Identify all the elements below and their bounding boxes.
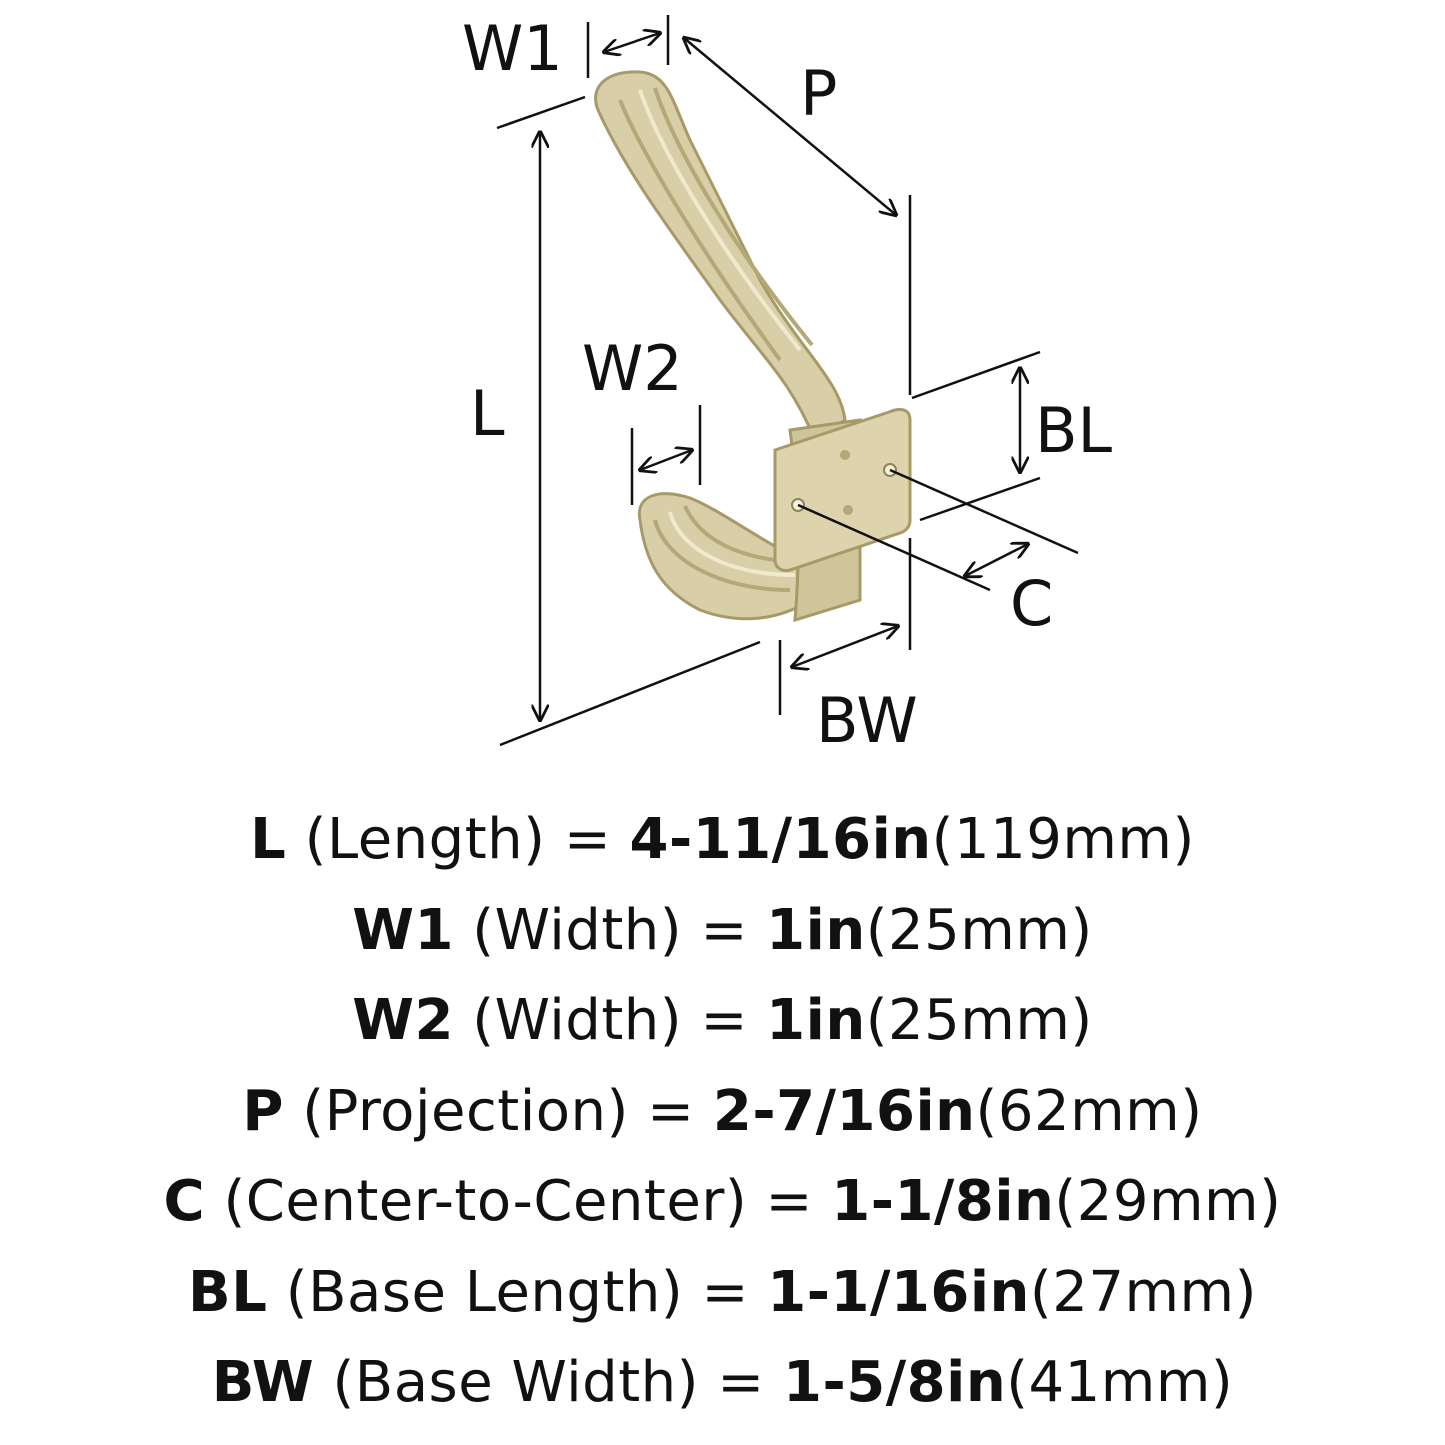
hook-base-plate bbox=[773, 408, 912, 572]
dimension-bw: BW bbox=[778, 538, 918, 757]
spec-row-base-length: BL (Base Length) = 1-1/16in(27mm) bbox=[188, 1259, 1257, 1325]
dimension-bl: BL bbox=[911, 350, 1113, 522]
dimension-l: L bbox=[470, 95, 761, 747]
dimension-spec-list: L (Length) = 4-11/16in(119mm) W1 (Width)… bbox=[0, 795, 1445, 1429]
spec-row-projection: P (Projection) = 2-7/16in(62mm) bbox=[242, 1078, 1203, 1144]
spec-row-base-width: BW (Base Width) = 1-5/8in(41mm) bbox=[211, 1350, 1234, 1415]
label-bl: BL bbox=[1035, 394, 1113, 467]
dimension-c: C bbox=[797, 468, 1079, 640]
label-c: C bbox=[1010, 567, 1053, 640]
label-w1: W1 bbox=[462, 12, 563, 85]
dimension-w1: W1 bbox=[462, 12, 670, 85]
spec-row-width-1: W1 (Width) = 1in(25mm) bbox=[352, 897, 1093, 963]
label-w2: W2 bbox=[582, 332, 683, 405]
dimension-w2: W2 bbox=[582, 332, 702, 505]
upper-hook-arm bbox=[594, 70, 847, 443]
dimension-p: P bbox=[684, 38, 912, 395]
label-l: L bbox=[470, 377, 505, 450]
coat-hook-illustration bbox=[594, 70, 912, 623]
label-p: P bbox=[800, 57, 837, 130]
label-bw: BW bbox=[816, 684, 918, 757]
spec-row-width-2: W2 (Width) = 1in(25mm) bbox=[352, 988, 1093, 1053]
spec-row-center-to-center: C (Center-to-Center) = 1-1/8in(29mm) bbox=[163, 1169, 1282, 1234]
hook-dimension-diagram: W1 P L W2 BL C BW bbox=[462, 12, 1113, 757]
spec-row-length: L (Length) = 4-11/16in(119mm) bbox=[250, 807, 1195, 872]
